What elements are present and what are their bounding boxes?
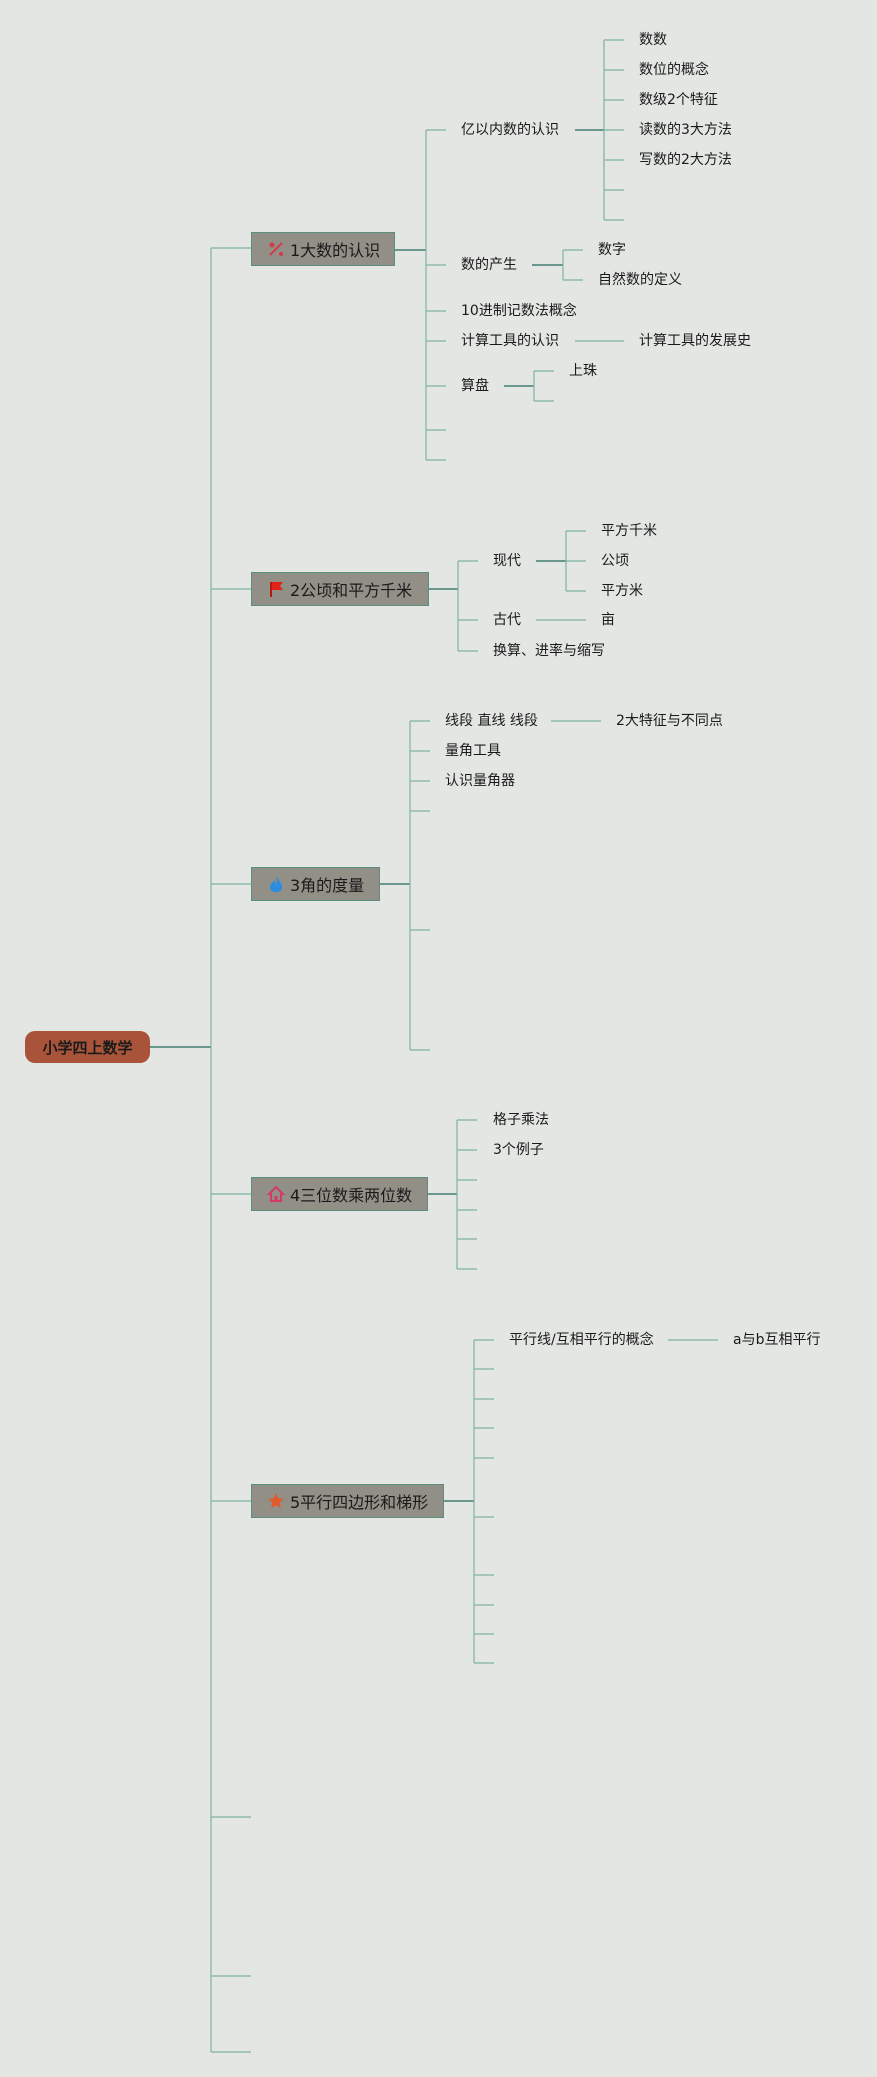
topic-jinzhi[interactable]: 10进制记数法概念 — [461, 303, 577, 319]
root-label: 小学四上数学 — [42, 1038, 133, 1057]
subtopic[interactable]: 上珠 — [569, 363, 597, 379]
root-node[interactable]: 小学四上数学 — [25, 1031, 150, 1063]
subtopic[interactable]: 数级2个特征 — [639, 92, 718, 108]
topic-renshi[interactable]: 认识量角器 — [445, 773, 515, 789]
topic-chansheng[interactable]: 数的产生 — [461, 257, 517, 273]
branch-node-1[interactable]: 1大数的认识 — [251, 232, 395, 266]
topic-gongju[interactable]: 计算工具的认识 — [461, 333, 559, 349]
subtopic[interactable]: 自然数的定义 — [598, 272, 682, 288]
tools-icon — [266, 239, 286, 259]
branch-node-4[interactable]: 4三位数乘两位数 — [251, 1177, 428, 1211]
topic-lizi[interactable]: 3个例子 — [493, 1142, 544, 1158]
topic-xiandai[interactable]: 现代 — [493, 553, 521, 569]
flag-icon — [266, 579, 286, 599]
branch-label-5: 5平行四边形和梯形 — [290, 1493, 429, 1512]
star-icon — [266, 1491, 286, 1511]
subtopic[interactable]: 读数的3大方法 — [639, 122, 732, 138]
branch-label-4: 4三位数乘两位数 — [290, 1186, 413, 1205]
topic-suanpan[interactable]: 算盘 — [461, 378, 489, 394]
subtopic[interactable]: 公顷 — [601, 553, 629, 569]
flame-icon — [266, 874, 286, 894]
topic-gudai[interactable]: 古代 — [493, 612, 521, 628]
subtopic[interactable]: 平方千米 — [601, 523, 657, 539]
subtopic[interactable]: 数数 — [639, 32, 667, 48]
branch-node-3[interactable]: 3角的度量 — [251, 867, 380, 901]
branch-node-2[interactable]: 2公顷和平方千米 — [251, 572, 429, 606]
subtopic[interactable]: 计算工具的发展史 — [639, 333, 751, 349]
topic-yi[interactable]: 亿以内数的认识 — [461, 122, 559, 138]
subtopic[interactable]: 亩 — [601, 612, 615, 628]
topic-gezi[interactable]: 格子乘法 — [493, 1112, 549, 1128]
topic-xianduan[interactable]: 线段 直线 线段 — [445, 713, 538, 729]
topic-huansuan[interactable]: 换算、进率与缩写 — [493, 643, 605, 659]
branch-label-1: 1大数的认识 — [290, 241, 381, 260]
subtopic[interactable]: 2大特征与不同点 — [616, 713, 723, 729]
branch-label-2: 2公顷和平方千米 — [290, 581, 413, 600]
topic-liangjiao[interactable]: 量角工具 — [445, 743, 501, 759]
branch-label-3: 3角的度量 — [290, 876, 365, 895]
branch-node-5[interactable]: 5平行四边形和梯形 — [251, 1484, 444, 1518]
subtopic[interactable]: 数位的概念 — [639, 62, 709, 78]
subtopic[interactable]: a与b互相平行 — [733, 1332, 821, 1348]
subtopic[interactable]: 写数的2大方法 — [639, 152, 732, 168]
home-icon — [266, 1184, 286, 1204]
subtopic[interactable]: 数字 — [598, 242, 626, 258]
topic-pingxing[interactable]: 平行线/互相平行的概念 — [509, 1332, 654, 1348]
subtopic[interactable]: 平方米 — [601, 583, 643, 599]
